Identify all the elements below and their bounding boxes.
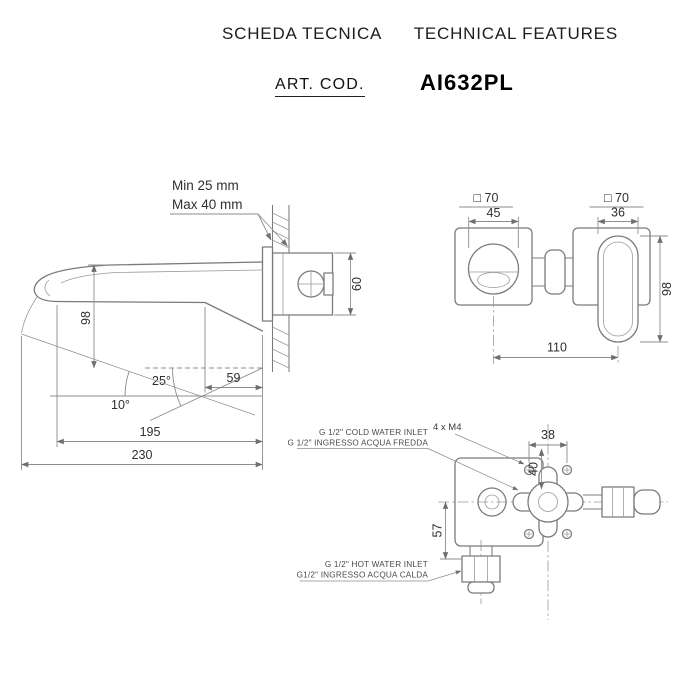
min-wall-label: Min 25 mm: [172, 178, 239, 193]
spout-profile: [21, 261, 264, 334]
screws-label: 4 x M4: [433, 422, 462, 433]
angle-10-label: 10°: [111, 398, 130, 412]
dim-230: 230: [21, 336, 263, 470]
dim-195: 195: [56, 305, 263, 447]
page-title: SCHEDA TECNICA TECHNICAL FEATURES: [140, 24, 700, 44]
dim-40: 40: [527, 448, 545, 490]
max-wall-label: Max 40 mm: [172, 197, 243, 212]
dim-59-label: 59: [227, 371, 241, 385]
dim-38-label: 38: [541, 428, 555, 442]
dim-59: 59: [204, 307, 263, 470]
dim-45: 45: [468, 206, 519, 248]
article-code-value: AI632PL: [420, 70, 514, 95]
article-code-label: ART. COD.: [275, 76, 365, 97]
side-view-drawing: Min 25 mm Max 40 mm 60 98: [21, 178, 364, 470]
dim-38: 38: [528, 428, 568, 463]
spout-outlet-front: [467, 243, 520, 295]
dim-square70-left: □ 70: [459, 191, 513, 208]
title-italian: SCHEDA TECNICA: [222, 24, 383, 43]
dim-98-front: 98: [640, 235, 674, 343]
wall-section: [271, 205, 290, 372]
water-stream-line: [21, 296, 38, 334]
dim-60-label: 60: [350, 277, 364, 291]
title-english: TECHNICAL FEATURES: [413, 24, 618, 43]
dim-98-front-label: 98: [660, 282, 674, 296]
rear-view-drawing: 38 40 57 4 x M4 G 1/2" COLD WATER INLET …: [288, 422, 668, 620]
m4-screws: [523, 464, 573, 540]
handle-lever-front: [597, 235, 639, 343]
hot-inlet-label-it: G1/2" INGRESSO ACQUA CALDA: [297, 571, 429, 580]
hot-inlet-label-en: G 1/2" HOT WATER INLET: [325, 560, 428, 569]
dim-110: 110: [493, 296, 619, 364]
square70-right-label: □ 70: [604, 191, 629, 205]
dim-57-label: 57: [431, 524, 445, 538]
dim-98-side-label: 98: [79, 311, 93, 325]
hot-inlet-annotation: G 1/2" HOT WATER INLET G1/2" INGRESSO AC…: [297, 560, 462, 582]
dim-60: 60: [334, 252, 364, 316]
dim-230-label: 230: [132, 448, 153, 462]
spout-connection-rear: [477, 487, 507, 517]
dim-57: 57: [431, 501, 462, 560]
cold-inlet-label-en: G 1/2" COLD WATER INLET: [319, 428, 428, 437]
angle-25-label: 25°: [152, 374, 171, 388]
angle-25-annotation: 25°: [145, 367, 263, 421]
dim-square70-right: □ 70: [589, 191, 644, 208]
hot-inlet-fitting: [461, 546, 501, 594]
dim-45-label: 45: [487, 206, 501, 220]
cold-inlet-annotation: G 1/2" COLD WATER INLET G 1/2" INGRESSO …: [288, 428, 519, 491]
cold-inlet-label-it: G 1/2" INGRESSO ACQUA FREDDA: [288, 439, 429, 448]
dim-98-side: 98: [79, 264, 106, 369]
angle-10-annotation: 10°: [21, 333, 263, 416]
body-connector-front: [532, 249, 573, 295]
wall-depth-annotation: Min 25 mm Max 40 mm: [170, 178, 288, 247]
dim-36-label: 36: [611, 206, 625, 220]
valve-union-cross: [512, 466, 584, 538]
dim-40-label: 40: [527, 462, 541, 476]
dim-110-label: 110: [547, 341, 567, 355]
trim-plate-side: [261, 246, 274, 322]
side-union-fitting: [583, 486, 661, 518]
dim-36: 36: [597, 206, 639, 234]
square70-left-label: □ 70: [474, 191, 499, 205]
screws-annotation: 4 x M4: [433, 422, 525, 465]
front-view-drawing: □ 70 45 □ 70 36 110: [454, 191, 674, 364]
concealed-body: [271, 252, 334, 316]
dim-195-label: 195: [140, 425, 161, 439]
